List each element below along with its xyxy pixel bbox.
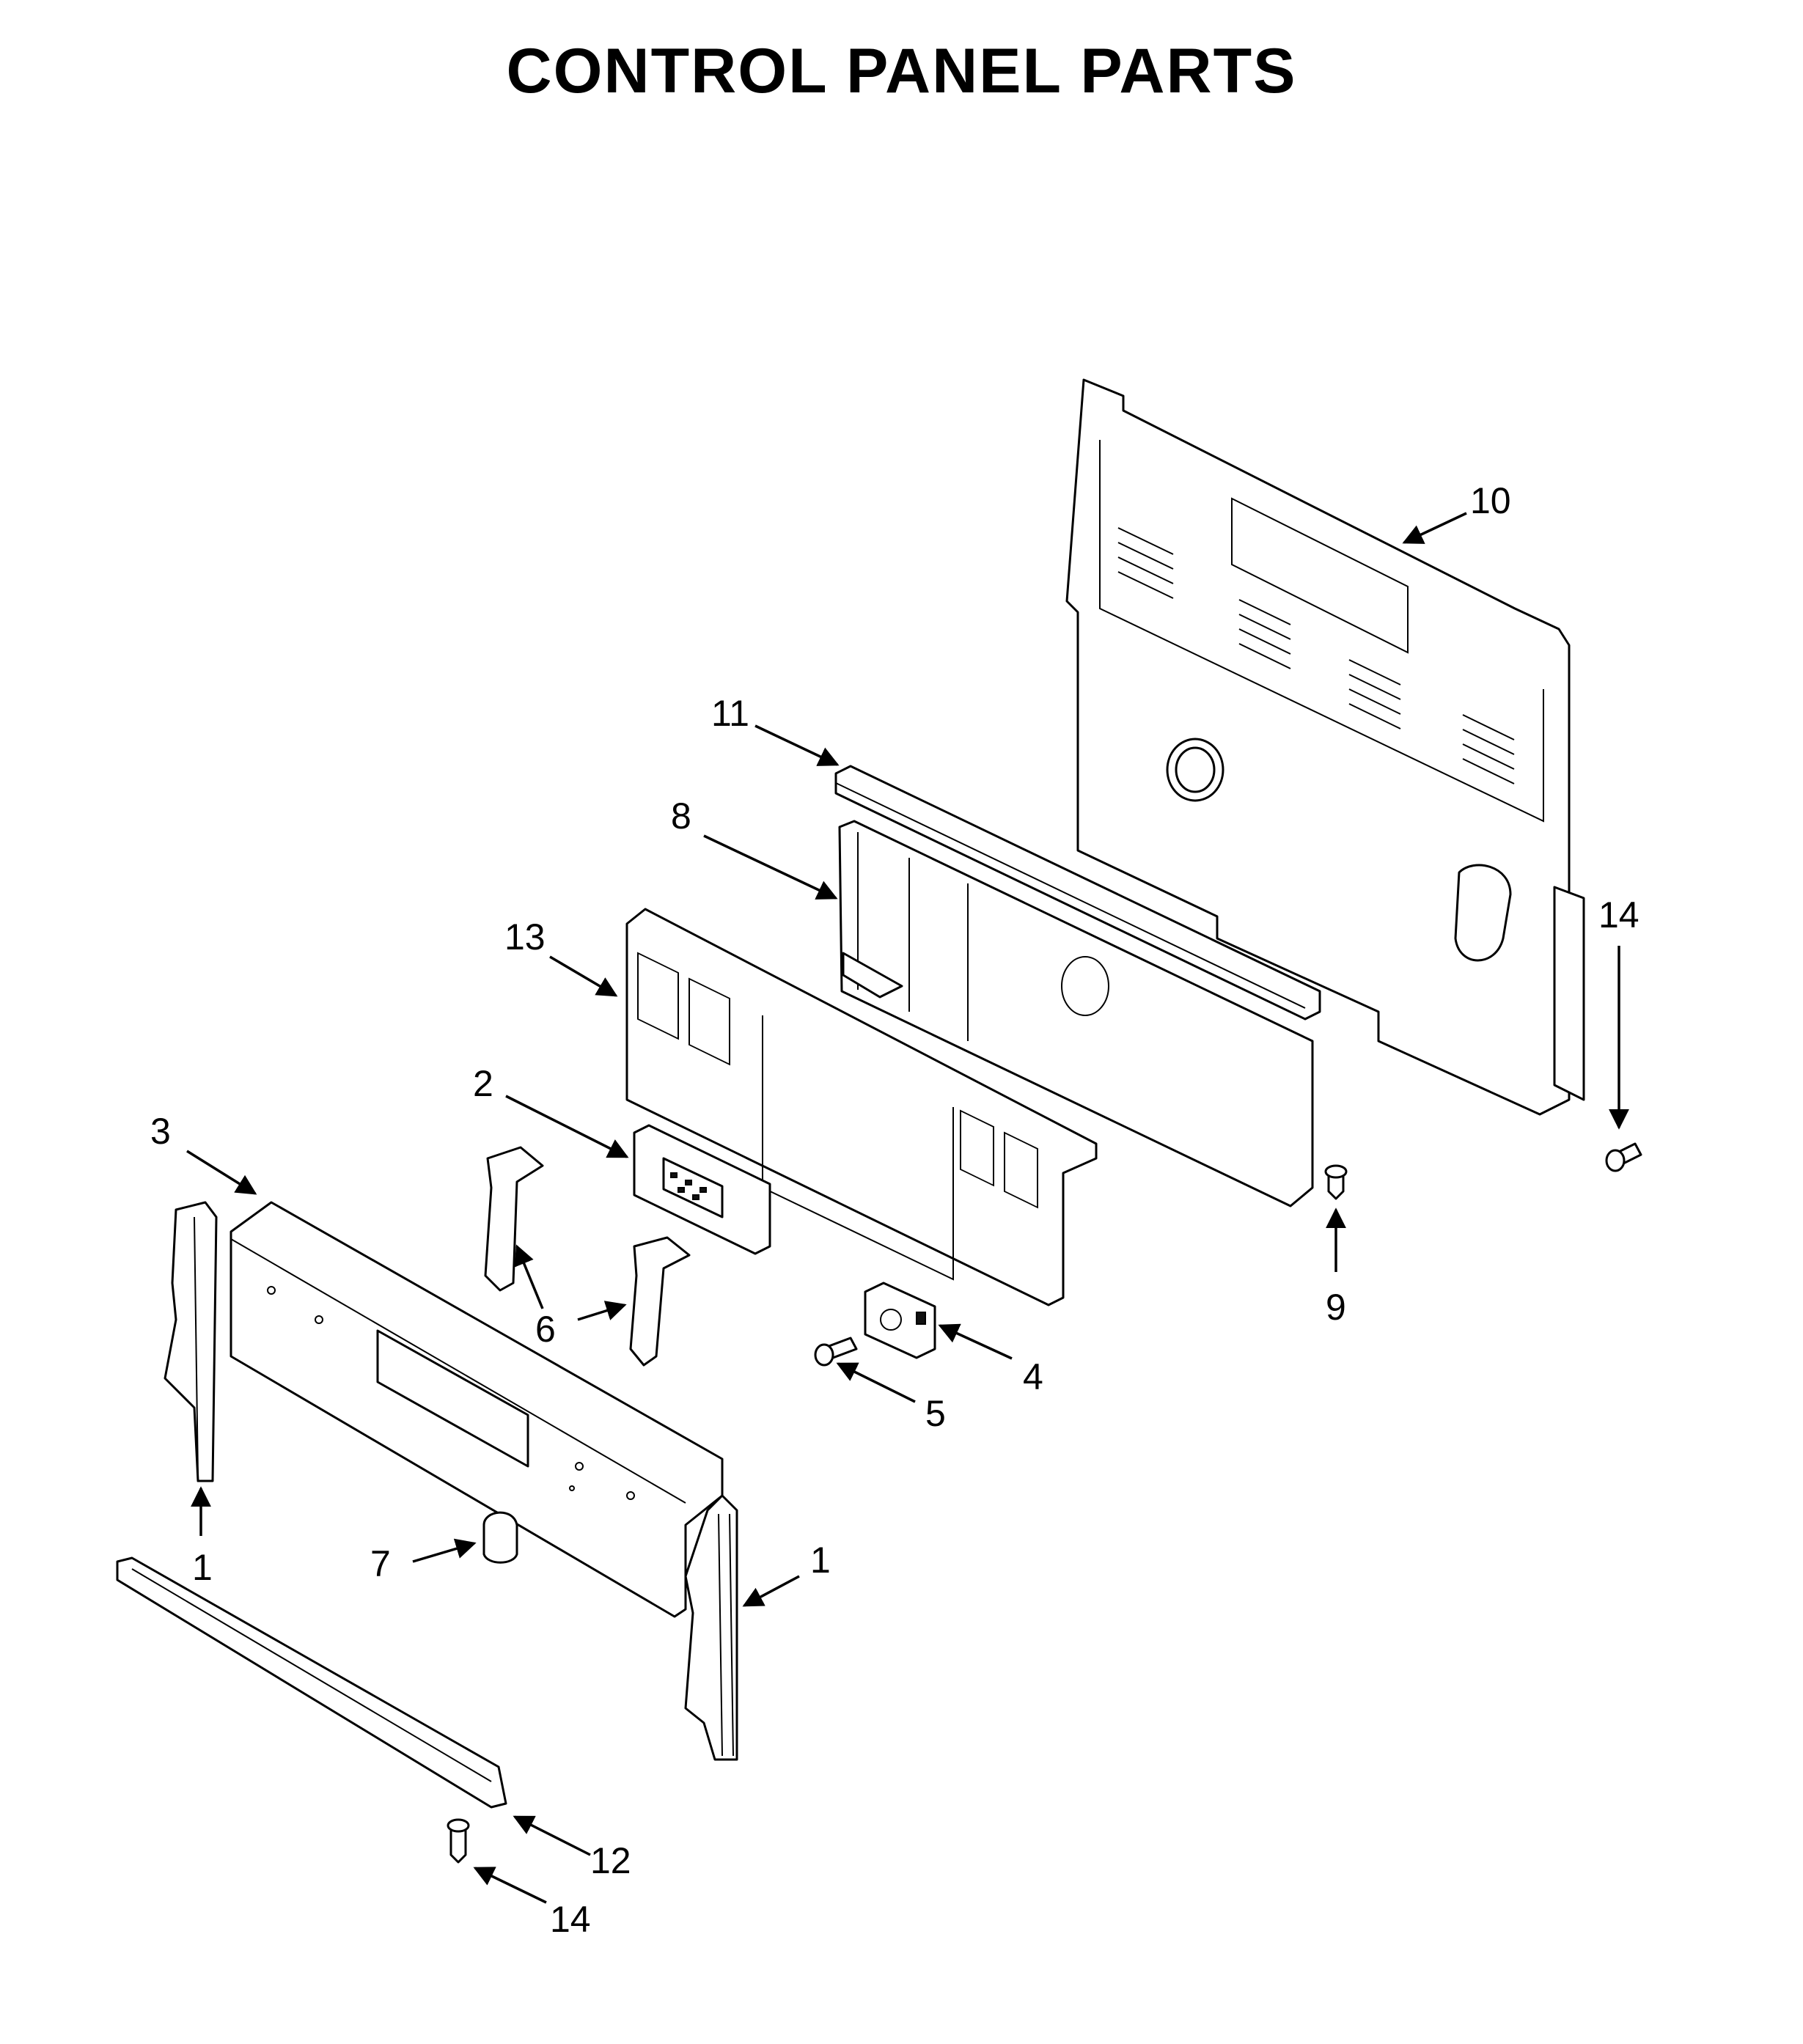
part-12-bottom-rail [116, 1556, 507, 1809]
part-2-control-board [633, 1124, 771, 1255]
callout-4: 4 [938, 1323, 1043, 1397]
callout-3-label: 3 [150, 1111, 171, 1152]
callout-12-label: 12 [590, 1840, 631, 1881]
callout-10: 10 [1402, 480, 1511, 544]
part-10-rear-panel [1065, 378, 1585, 1116]
page-title: CONTROL PANEL PARTS [506, 36, 1297, 106]
part-14-screw-upper [1605, 1142, 1642, 1172]
part-9-screw [1324, 1164, 1348, 1200]
callout-1-left: 1 [191, 1486, 213, 1588]
callout-12: 12 [513, 1815, 631, 1881]
callout-2-label: 2 [473, 1063, 493, 1104]
part-13-control-housing [625, 908, 1098, 1306]
callout-1-right-label: 1 [810, 1540, 831, 1581]
callout-14-lower: 14 [473, 1867, 591, 1940]
part-11-top-rail [834, 765, 1321, 1021]
callout-7-label: 7 [370, 1543, 391, 1584]
callout-14-upper: 14 [1598, 894, 1639, 1130]
part-3-console-panel [229, 1201, 724, 1618]
callout-4-label: 4 [1023, 1356, 1043, 1397]
part-6-brackets [484, 1146, 691, 1367]
callout-1-right: 1 [742, 1540, 831, 1607]
callout-9-label: 9 [1326, 1287, 1346, 1328]
part-1-side-bracket-right [684, 1494, 738, 1761]
callout-11: 11 [711, 693, 840, 766]
part-4-switch [864, 1282, 936, 1359]
part-1-side-bracket-left [164, 1201, 218, 1482]
callout-14-lower-label: 14 [550, 1899, 591, 1940]
callout-8: 8 [671, 795, 838, 900]
callout-11-label: 11 [711, 693, 749, 734]
part-14-screw-lower [447, 1818, 470, 1864]
callout-6-label: 6 [535, 1309, 556, 1350]
callout-13-label: 13 [504, 916, 546, 957]
callout-5: 5 [836, 1362, 946, 1434]
callout-14-upper-label: 14 [1598, 894, 1639, 935]
part-8-panel-bracket [838, 820, 1314, 1207]
callout-7: 7 [370, 1538, 477, 1584]
callout-8-label: 8 [671, 795, 691, 837]
callout-13: 13 [504, 916, 618, 997]
callout-5-label: 5 [925, 1393, 946, 1434]
callout-2: 2 [473, 1063, 629, 1158]
callout-3: 3 [150, 1111, 257, 1195]
callout-6: 6 [514, 1244, 627, 1350]
callout-1-left-label: 1 [192, 1547, 213, 1588]
part-5-screw [814, 1337, 858, 1367]
callout-9: 9 [1326, 1207, 1346, 1328]
callout-10-label: 10 [1470, 480, 1511, 521]
part-7-knob [482, 1511, 518, 1564]
